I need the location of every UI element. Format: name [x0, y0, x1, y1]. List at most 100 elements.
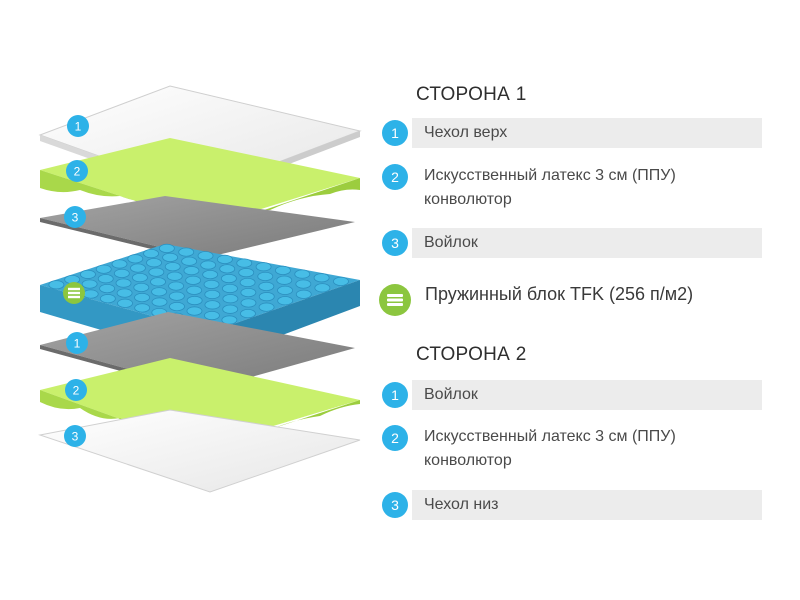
side1-item1-row: Чехол верх: [412, 118, 762, 148]
spring-coil: [162, 252, 179, 262]
spring-coil: [204, 300, 221, 310]
spring-coil: [314, 283, 331, 293]
spring-block-icon: [379, 284, 411, 316]
spring-coil: [202, 269, 219, 280]
spring-coil: [111, 259, 128, 269]
spring-block-icon-bar: [68, 295, 80, 299]
side2-item2-badge: 2: [382, 425, 408, 451]
side2-item1-row: Войлок: [412, 380, 762, 410]
side2-title: СТОРОНА 2: [416, 344, 527, 365]
layer-badge: [65, 379, 87, 401]
spring-coil: [115, 278, 132, 288]
side1-item1-text: Чехол верх: [424, 124, 508, 141]
spring-coil: [116, 288, 133, 298]
side1-item2-text-line2: конволютор: [424, 191, 512, 208]
spring-coil: [99, 294, 116, 304]
spring-coil: [295, 289, 312, 299]
side1-item1-badge: 1: [382, 120, 408, 146]
layer-badge-number: 1: [74, 337, 81, 351]
spring-coil: [148, 267, 165, 277]
spring-coil: [313, 273, 330, 283]
spring-coil: [255, 262, 272, 272]
spring-block-icon-bar: [68, 291, 80, 295]
spring-coil: [239, 277, 256, 288]
spring-coil: [240, 287, 257, 298]
spring-coil: [99, 283, 116, 294]
spring-coil: [203, 279, 220, 289]
spring-coil: [204, 289, 221, 300]
side1-item2-badge: 2: [382, 164, 408, 190]
spring-coil: [130, 263, 146, 273]
spring-coil: [204, 310, 220, 321]
spring-coil: [220, 273, 237, 284]
side2-item1-text: Войлок: [424, 386, 478, 403]
side2-item3-row: Чехол низ: [412, 490, 762, 520]
spring-coil: [238, 268, 255, 278]
side2-item2-text: Искусственный латекс 3 см (ППУ): [424, 428, 676, 445]
spring-block-text: Пружинный блок TFK (256 п/м2): [425, 284, 694, 304]
layer-badge-number: 3: [72, 430, 79, 444]
spring-coil: [258, 281, 275, 291]
layer-badge: [66, 160, 88, 182]
layer-cover-bottom: [38, 409, 361, 493]
layer-badge-number: 2: [74, 165, 81, 179]
spring-coil: [257, 271, 274, 282]
side1-item2-text: Искусственный латекс 3 см (ППУ): [424, 167, 676, 184]
side2-item3-badge: 3: [382, 492, 408, 518]
spring-coil: [200, 260, 217, 270]
spring-coil: [80, 269, 96, 279]
spring-coil: [151, 287, 167, 297]
spring-coil: [294, 269, 311, 279]
spring-coil: [183, 266, 200, 276]
spring-coil: [219, 264, 236, 274]
spring-coil: [258, 302, 275, 312]
spring-coil: [295, 279, 312, 289]
spring-coil: [95, 264, 112, 274]
spring-coil: [81, 279, 98, 289]
spring-coil: [277, 296, 294, 306]
spring-coil: [150, 277, 166, 287]
spring-coil: [275, 265, 291, 276]
spring-coil: [168, 291, 185, 301]
spring-coil: [185, 275, 202, 285]
spring-coil: [276, 275, 293, 285]
spring-coil: [134, 292, 150, 303]
spring-coil: [97, 274, 114, 284]
spring-coil: [240, 308, 256, 319]
spring-coil: [222, 283, 238, 294]
layer-badge: [64, 206, 86, 228]
spring-coil: [168, 281, 185, 291]
spring-coil: [117, 298, 133, 308]
side2-item2-text-line2: конволютор: [424, 452, 512, 469]
side1-item3-text: Войлок: [424, 234, 478, 251]
spring-coil: [164, 262, 181, 272]
spring-block-icon-bar: [68, 287, 80, 291]
spring-coil: [240, 298, 257, 308]
spring-coil: [181, 256, 198, 266]
side1-item2-row: Искусственный латекс 3 см (ППУ) конволют…: [412, 164, 762, 216]
spring-coil: [48, 280, 65, 290]
spring-coil: [197, 251, 214, 261]
side1-item3-row: Войлок: [412, 228, 762, 258]
spring-coil: [151, 297, 168, 307]
spring-coil: [236, 258, 253, 268]
spring-coil: [333, 276, 349, 287]
spring-coil: [178, 247, 195, 257]
spring-coil: [113, 268, 130, 278]
spring-coil: [169, 301, 185, 312]
spring-coil: [222, 304, 239, 314]
spring-coil: [258, 292, 275, 302]
layer-badge-number: 1: [75, 120, 82, 134]
spring-coil: [277, 285, 293, 295]
spring-coil: [158, 243, 175, 253]
spring-coil: [186, 295, 203, 306]
layer-badge-number: 3: [72, 211, 79, 225]
spring-coil: [134, 303, 151, 313]
side2-item1-badge: 1: [382, 382, 408, 408]
spring-coil: [146, 258, 162, 268]
layer-badge: [64, 425, 86, 447]
spring-coil: [133, 282, 150, 293]
spring-coil: [132, 273, 148, 283]
